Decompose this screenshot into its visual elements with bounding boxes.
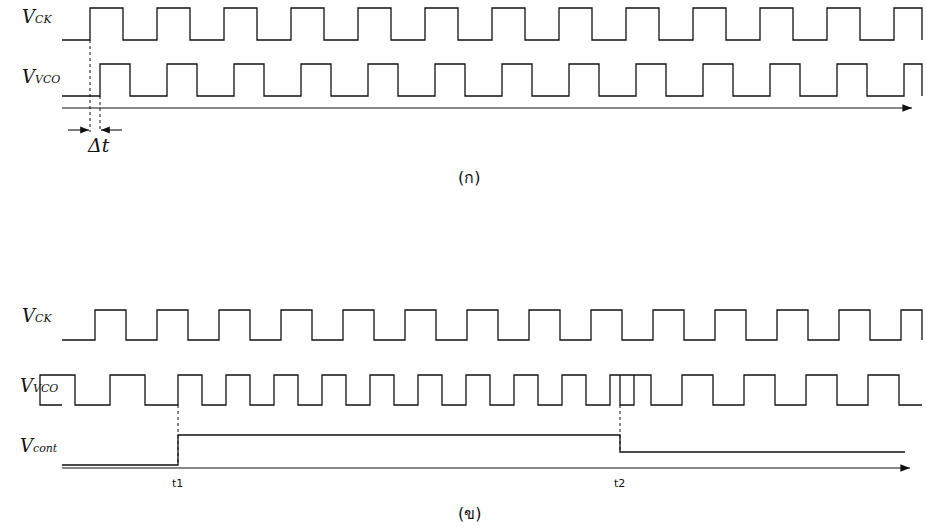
signal-name: VVCO — [20, 377, 58, 395]
time-axis — [62, 107, 912, 108]
time-axis — [62, 467, 910, 468]
signal-name: VVCO — [22, 68, 60, 86]
signal-name: VCK — [22, 307, 52, 325]
time-marker: t2 — [614, 478, 625, 489]
signal-name: Vcont — [20, 437, 57, 455]
delay-label: Δt — [88, 136, 109, 155]
marker-line — [620, 405, 621, 452]
marker-line — [90, 40, 91, 132]
marker-line — [100, 96, 101, 132]
signal-name: VCK — [22, 8, 52, 26]
time-marker: t1 — [172, 478, 183, 489]
control-voltage — [62, 435, 905, 465]
delay-arrow — [101, 129, 122, 130]
panel-caption: (ก) — [458, 170, 480, 186]
clock-waveform — [62, 310, 922, 340]
vco-waveform — [40, 375, 922, 405]
clock-waveform — [62, 8, 922, 40]
vco-waveform — [62, 64, 922, 96]
marker-line — [178, 405, 179, 465]
panel-caption: (ข) — [458, 506, 481, 522]
delay-arrow — [68, 129, 89, 130]
